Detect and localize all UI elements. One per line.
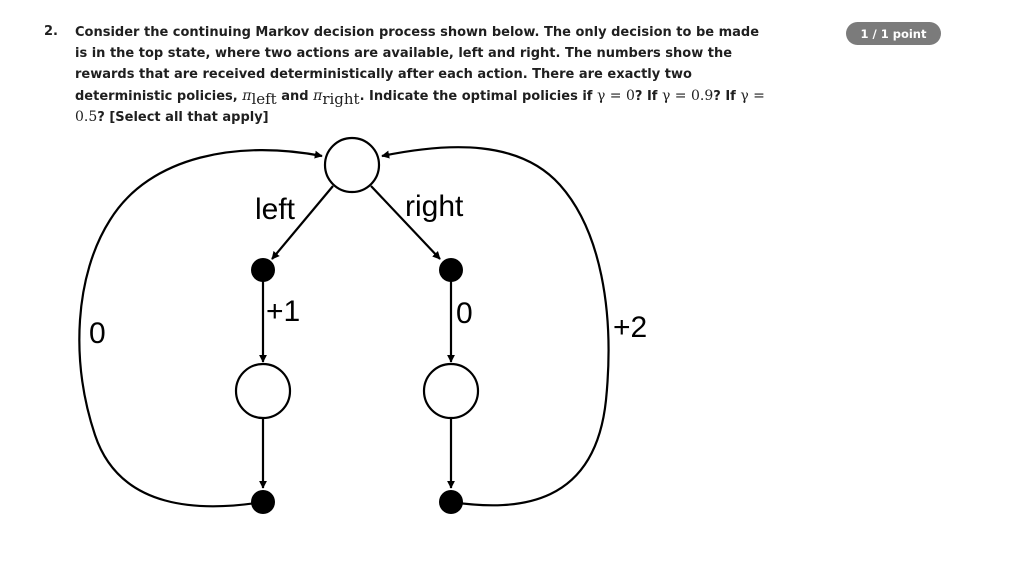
gamma-point-nine: γ = 0.9	[661, 88, 714, 104]
action-node-bottom-right	[439, 490, 463, 514]
pi-left-symbol: πleft	[242, 88, 277, 108]
state-top	[323, 136, 381, 194]
gamma-point-five: γ = 0.5	[75, 88, 765, 125]
reward-return-right: +2	[613, 311, 647, 344]
question-text-part: ? [Select all that apply]	[97, 110, 269, 125]
score-badge: 1 / 1 point	[846, 22, 941, 45]
label-right: right	[405, 190, 464, 223]
question-text-part: ? If	[634, 89, 662, 104]
reward-return-left: 0	[89, 317, 106, 350]
action-node-right	[439, 258, 463, 282]
loop-arrow-right	[381, 146, 610, 507]
question-text: Consider the continuing Markov decision …	[75, 22, 775, 128]
question-text-part: Consider the continuing Markov decision …	[75, 25, 760, 104]
reward-left: +1	[266, 295, 300, 328]
pi-right-symbol: πright	[313, 88, 360, 108]
state-left	[234, 362, 292, 420]
action-arrow-left	[271, 185, 334, 260]
question-text-part: ? If	[713, 89, 741, 104]
gamma-zero: γ = 0	[596, 88, 635, 104]
label-left: left	[255, 193, 296, 226]
action-node-left	[251, 258, 275, 282]
question-number: 2.	[44, 24, 58, 39]
action-arrow-right	[370, 185, 441, 260]
loop-arrow-left	[78, 149, 323, 508]
action-node-bottom-left	[251, 490, 275, 514]
question-text-part: and	[276, 89, 314, 104]
reward-right: 0	[456, 297, 473, 330]
question-text-part: . Indicate the optimal policies if	[359, 89, 597, 104]
state-right	[422, 362, 480, 420]
